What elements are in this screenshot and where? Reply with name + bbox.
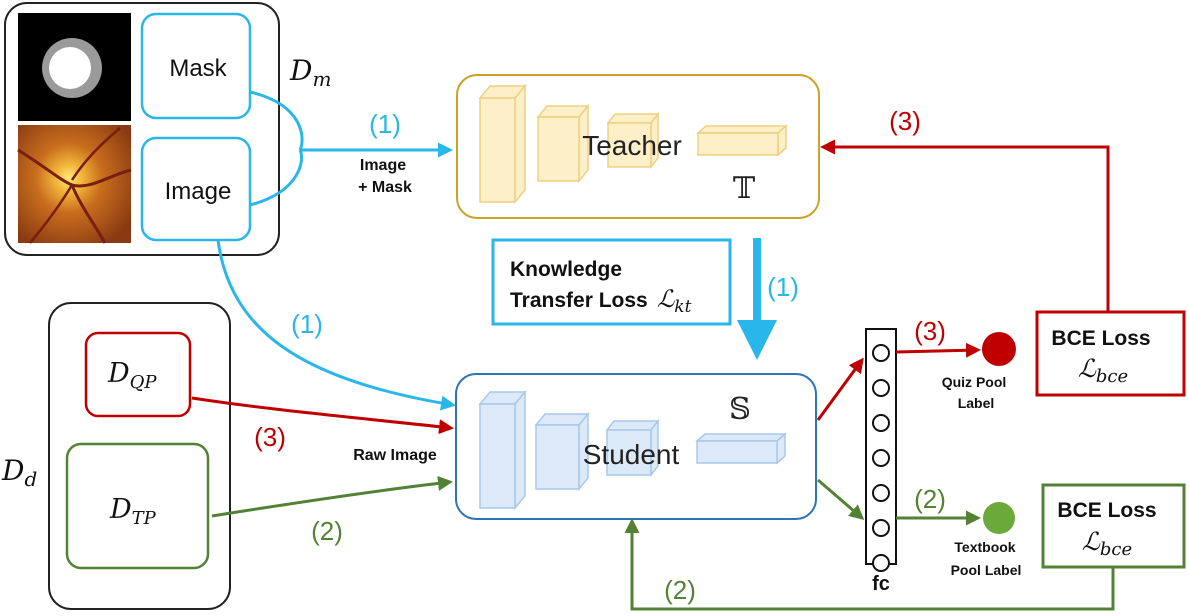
fc-to-quiz-step-label: (3) [914,316,946,346]
teacher-layer-1 [478,83,527,205]
student-layer-3 [605,418,660,478]
mask-box [140,12,252,120]
bce-top-to-teacher-arrow [820,139,1110,312]
image-mask-line2: + Mask [358,179,412,196]
fc-neuron [872,379,890,397]
bce-bottom-to-student-arrow [624,518,1115,611]
kt-loss-line1: Knowledge [510,258,622,281]
image-mask-step-label: (1) [369,109,401,139]
textbook-pool-to-student-arrow [211,475,453,518]
bce-loss-top: BCE Loss ℒbce [1035,310,1186,397]
image-to-student-step-label: (1) [291,309,323,339]
textbook-pool-output-node [983,502,1015,534]
dm-set-label: Dm [289,54,331,91]
fc-neuron [872,519,890,537]
teacher-symbol: 𝕋 [733,171,756,206]
bce-loss-top-title: BCE Loss [1051,327,1150,350]
textbook-pool-box [65,442,210,570]
student-label: Student [583,439,680,470]
fc-neuron [872,414,890,432]
quiz-output-line1: Quiz Pool [942,374,1007,390]
fc-neuron [872,449,890,467]
student-layer-2 [534,411,590,492]
mask-thumbnail [18,13,131,121]
kt-arrow-step-label: (1) [767,272,799,302]
fc-label: fc [872,573,890,595]
bce-to-teacher-step-label: (3) [889,106,921,136]
image-mask-line1: Image [360,157,406,174]
image-merge-curve [249,149,304,207]
textbook-output-line2: Pool Label [951,562,1022,578]
fc-to-quiz-arrow [895,342,981,358]
bce-loss-bottom-title: BCE Loss [1057,499,1156,522]
bce-loss-bottom-frame [1041,483,1186,569]
teacher-layer-2 [536,103,590,184]
teacher-model: Teacher 𝕋 [456,74,820,219]
dd-group: DQP DTP [48,302,231,610]
quiz-pool-set-label: DQP [107,358,157,393]
raw-image-label: Raw Image [353,447,437,464]
quiz-output-line2: Label [958,395,995,411]
kt-loss-line2: Transfer Loss [510,289,648,312]
dm-group: Mask Image Dm [4,2,331,256]
textbook-output-line1: Textbook [954,539,1015,555]
teacher-layer-3 [606,111,660,170]
qp-step-label: (3) [254,422,286,452]
student-symbol: 𝕊 [729,392,751,427]
teacher-layer-4 [696,124,788,157]
dd-set-label: Dd [1,454,37,491]
student-to-fc-lower-arrow [817,478,865,520]
kt-loss-frame [491,238,732,326]
bce-loss-top-symbol: ℒbce [1078,354,1128,387]
bce-loss-top-frame [1035,310,1186,397]
fc-layer: fc [865,328,897,595]
student-to-fc-upper-arrow [816,357,864,421]
dd-group-frame [48,302,231,610]
tp-step-label: (2) [311,516,343,546]
student-model: Student 𝕊 [455,373,817,520]
quiz-pool-box [84,331,192,418]
fundus-image-thumbnail [17,125,132,244]
image-label: Image [165,178,232,205]
student-layer-1 [478,389,527,511]
quiz-pool-output-node [982,332,1016,366]
bce-loss-bottom-symbol: ℒbce [1082,527,1132,560]
bce-to-student-step-label: (2) [664,575,696,605]
quiz-pool-to-student-arrow [191,396,454,435]
fc-neuron [872,344,890,362]
teacher-label: Teacher [582,130,682,161]
fc-neurons [872,344,890,572]
bce-loss-bottom: BCE Loss ℒbce [1041,483,1186,569]
student-layer-4 [695,432,787,465]
fc-to-textbook-step-label: (2) [914,484,946,514]
image-to-student-arrow [216,239,456,411]
mask-label: Mask [169,55,227,82]
textbook-pool-set-label: DTP [109,494,157,529]
image-box [140,136,252,242]
dm-group-frame [4,2,280,256]
kt-loss-symbol: ℒkt [657,285,692,317]
kt-loss-box: Knowledge Transfer Loss ℒkt [491,238,732,326]
mask-merge-curve [249,90,304,151]
fc-neuron [872,554,890,572]
fc-neuron [872,484,890,502]
